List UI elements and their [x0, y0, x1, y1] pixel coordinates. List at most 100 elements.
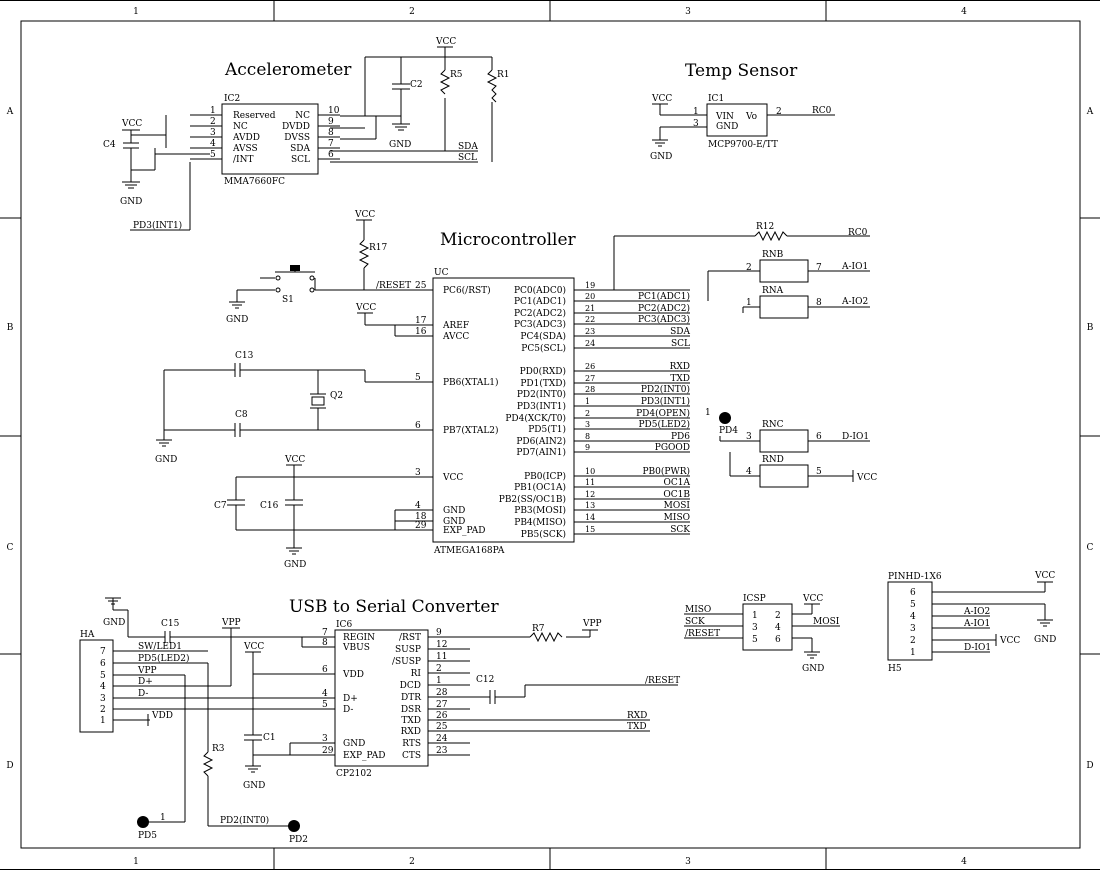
- gnd-c4: GND: [120, 197, 142, 207]
- title-usb-serial: USB to Serial Converter: [289, 597, 499, 617]
- mcu-pin-name: PB7(XTAL2): [443, 425, 499, 436]
- mcu-pin-name: GND: [443, 517, 465, 527]
- mcu-pin-num: 11: [585, 478, 595, 487]
- mcu-net-label: PC1(ADC1): [638, 291, 690, 302]
- usb-pin-name: DSR: [401, 705, 421, 715]
- usb-pin-name: DTR: [401, 693, 421, 703]
- mcu-pin-num: 20: [585, 292, 595, 301]
- accel-pin-num: 1: [210, 106, 216, 116]
- usb-pin-num: 5: [322, 700, 328, 710]
- usb-pin-num: 25: [436, 722, 448, 732]
- accel-pin-num: 8: [328, 128, 334, 138]
- rnc-pin-l: 3: [746, 432, 752, 442]
- header-pin-num: 5: [910, 600, 916, 610]
- mcu-net-label: PD2(INT0): [641, 384, 690, 395]
- column-label: 3: [685, 857, 691, 867]
- ic6-ref: IC6: [336, 620, 352, 630]
- mcu-pin-num: 13: [585, 501, 595, 510]
- s1-label: S1: [282, 295, 294, 305]
- mcu-pin-name: AVCC: [442, 332, 469, 342]
- h5-ref-top: PINHD-1X6: [888, 572, 942, 582]
- usb-pin-num: 24: [436, 734, 448, 744]
- usb-pin-name: GND: [343, 739, 365, 749]
- gnd-xtal: GND: [155, 455, 177, 465]
- usb-pin-num: 23: [436, 746, 448, 756]
- pd4-label: PD4: [719, 426, 738, 436]
- mcu-net-label: MOSI: [664, 501, 691, 511]
- usb-pin-num: 4: [322, 689, 328, 699]
- c1-label: C1: [263, 733, 276, 743]
- aio1-net: A-IO1: [841, 262, 868, 272]
- mcu-net-label: PD4(OPEN): [636, 408, 690, 419]
- mcu-pin-name: PC5(SCL): [521, 343, 566, 354]
- ha-pin-num: 5: [100, 671, 106, 681]
- r5-label: R5: [450, 70, 463, 80]
- mcu-pin-num: 14: [585, 513, 595, 522]
- ic2-part: MMA7660FC: [224, 177, 285, 187]
- mcu-pin-name: PB0(ICP): [524, 471, 566, 482]
- header-pin-net: A-IO2: [963, 607, 990, 617]
- mcu-pin-name: PD4(XCK/T0): [505, 413, 566, 424]
- pd2-net: PD2(INT0): [220, 815, 269, 826]
- row-label: C: [7, 543, 14, 553]
- ha-pin-net: PD5(LED2): [138, 653, 190, 664]
- pd2-testpoint: [288, 820, 300, 832]
- ha-pin-net: SW/LED1: [138, 642, 182, 652]
- column-label: 3: [685, 7, 691, 17]
- usb-pin-name: VDD: [342, 670, 364, 680]
- mcu-pin-name: PC2(ADC2): [514, 308, 566, 319]
- mcu-pin-num: 8: [585, 432, 590, 441]
- mcu-pin-num: 17: [415, 316, 427, 326]
- icsp-pin6: 6: [775, 635, 781, 645]
- mcu-net-label: PD5(LED2): [638, 419, 690, 430]
- ha-pin-num: 3: [100, 694, 106, 704]
- mcu-pin-name: EXP_PAD: [443, 526, 485, 536]
- usb-pin-name: CTS: [402, 751, 421, 761]
- c4-label: C4: [103, 140, 116, 150]
- r17-label: R17: [369, 243, 388, 253]
- usb-pin-num: 26: [436, 711, 448, 721]
- ic1-body: [706, 103, 768, 137]
- row-label: B: [7, 323, 14, 333]
- accel-pin-name: AVDD: [232, 133, 260, 143]
- column-label: 1: [133, 857, 139, 867]
- mcu-pin-num: 28: [585, 385, 595, 394]
- rnc-label: RNC: [762, 420, 784, 430]
- vpp-label: VPP: [221, 618, 241, 628]
- r7-label: R7: [532, 624, 545, 634]
- mcu-net-label: PB0(PWR): [642, 466, 690, 477]
- mcu-pin-num: 21: [585, 304, 595, 313]
- c2-label: C2: [410, 80, 423, 90]
- gnd-mcu: GND: [284, 560, 306, 570]
- mcu-pin-name: PD7(AIN1): [516, 447, 566, 458]
- dio1-net: D-IO1: [842, 432, 869, 442]
- mcu-pin-num: 23: [585, 327, 595, 336]
- ic1-ref: IC1: [708, 94, 724, 104]
- mcu-pin-name: PB2(SS/OC1B): [499, 494, 566, 505]
- mcu-pin-name: PB1(OC1A): [514, 482, 566, 493]
- mcu-pin-name: PB3(MOSI): [514, 505, 566, 516]
- aio2-net: A-IO2: [841, 297, 868, 307]
- accel-pin-num: 2: [210, 117, 216, 127]
- mcu-pin-name: PD5(T1): [528, 424, 566, 435]
- ic1-part: MCP9700-E/TT: [708, 140, 778, 150]
- c16-label: C16: [260, 501, 279, 511]
- usb-pin-num: 8: [322, 638, 328, 648]
- icsp-section: ICSP 1 2 3 4 5 6 MISO SCK /RESET VCC MOS…: [684, 594, 840, 674]
- header-pin-net: VCC: [999, 636, 1020, 646]
- mcu-pin-num: 12: [585, 490, 595, 499]
- vcc-temp: VCC: [651, 94, 672, 104]
- accel-pin-name: DVSS: [284, 133, 310, 143]
- column-label: 4: [961, 857, 967, 867]
- accel-pin-name: /INT: [233, 155, 253, 165]
- mcu-pin-num: 5: [415, 373, 421, 383]
- ic2-body: [221, 103, 319, 175]
- mcu-pin-name: PC3(ADC3): [514, 319, 566, 330]
- row-label: D: [6, 761, 13, 771]
- mcu-pin-name: AREF: [442, 321, 469, 331]
- ha-pin-num: 2: [100, 705, 106, 715]
